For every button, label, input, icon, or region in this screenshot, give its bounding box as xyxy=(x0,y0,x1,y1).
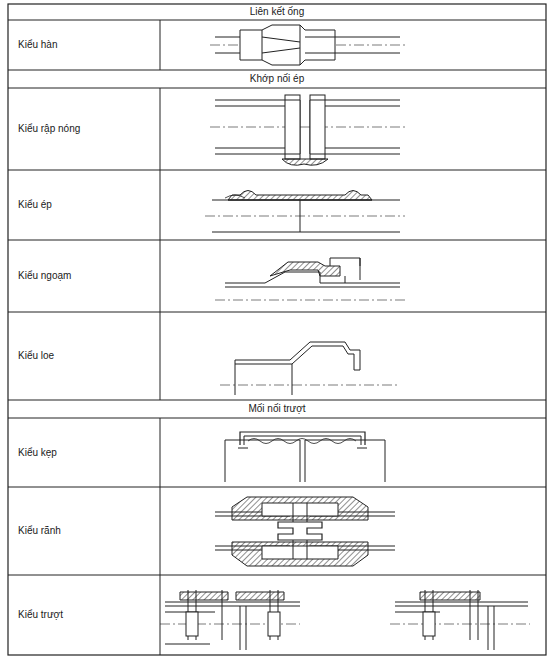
joint-type-label: Kiểu trượt xyxy=(18,609,63,621)
joint-type-label: Kiểu rãnh xyxy=(18,525,61,537)
joint-type-label: Kiểu rập nóng xyxy=(18,123,80,135)
section-header: Khớp nối ép xyxy=(8,73,546,85)
section-header: Liên kết ống xyxy=(8,6,546,18)
joint-type-label: Kiểu kẹp xyxy=(18,447,57,459)
section-header: Mối nối trượt xyxy=(8,403,546,415)
joint-type-label: Kiểu hàn xyxy=(18,39,57,51)
joint-type-label: Kiểu loe xyxy=(18,350,54,362)
joint-type-label: Kiểu ngoạm xyxy=(18,270,71,282)
joint-type-label: Kiểu ép xyxy=(18,199,52,211)
